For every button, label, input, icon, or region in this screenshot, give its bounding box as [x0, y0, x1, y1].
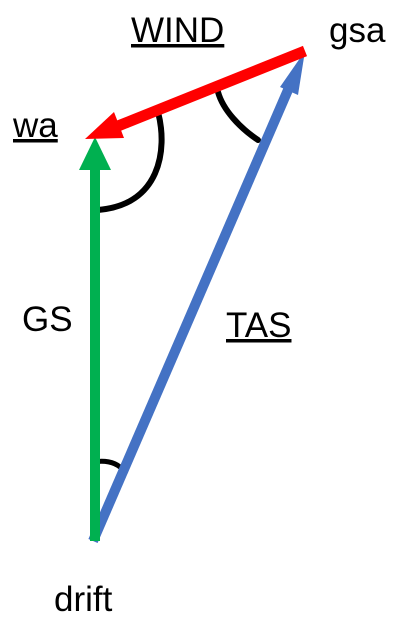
gsa-label: gsa: [329, 11, 386, 50]
tas-label: TAS: [226, 306, 291, 345]
angle-arc-gsa: [215, 89, 261, 143]
tas-vector-arrowhead: [280, 51, 305, 95]
wa-label: wa: [12, 106, 58, 145]
wind-vector-shaft: [115, 45, 308, 132]
wind-vector-arrowhead: [85, 112, 124, 139]
gs-label: GS: [22, 300, 73, 339]
gs-vector-arrowhead: [79, 137, 111, 170]
tas-vector-shaft: [88, 81, 296, 543]
angle-arc-wa: [95, 109, 165, 213]
wind-label: WIND: [131, 11, 224, 50]
drift-label: drift: [54, 580, 113, 617]
